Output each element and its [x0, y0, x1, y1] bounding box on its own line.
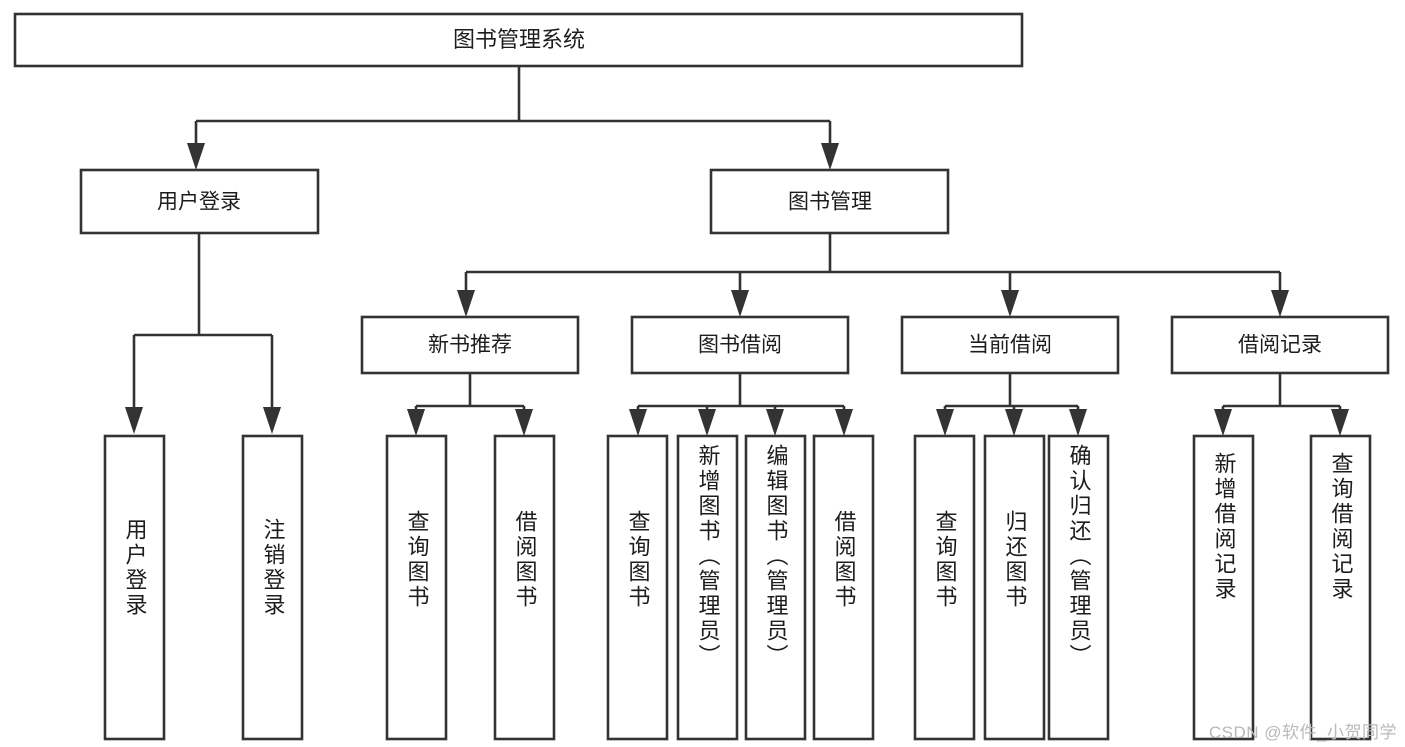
leaf-box-new-book-recommend-1[interactable] [493, 434, 556, 741]
connector-group-book-borrow [629, 373, 853, 436]
leaf-box-new-book-recommend-0[interactable] [385, 434, 448, 741]
connector-group-user-login [125, 233, 281, 434]
leaf-box-user-login-0[interactable] [103, 434, 166, 741]
node-root-label: 图书管理系统 [453, 27, 585, 52]
arrow-cb-leaf3 [1069, 409, 1087, 436]
node-user-login-box[interactable] [79, 168, 320, 235]
leaf-box-current-borrow-1[interactable] [983, 434, 1046, 741]
leaf-boxes [103, 434, 1372, 741]
arrow-nbr-leaf2 [515, 409, 533, 436]
leaf-box-book-borrow-2[interactable] [744, 434, 807, 741]
leaf-box-borrow-record-0[interactable] [1192, 434, 1255, 741]
node-borrow-record[interactable]: 借阅记录 [1170, 315, 1390, 375]
connector-group-book-manage [457, 233, 1289, 317]
node-user-login-label: 用户登录 [157, 191, 241, 214]
csdn-watermark: CSDN @软件_小贺同学 [1208, 723, 1397, 742]
node-root-box[interactable] [13, 12, 1024, 68]
node-current-borrow-box[interactable] [900, 315, 1120, 375]
leaf-box-current-borrow-2[interactable] [1047, 434, 1110, 741]
node-new-book-recommend[interactable]: 新书推荐 [360, 315, 580, 375]
leaf-box-book-borrow-1[interactable] [676, 434, 739, 741]
node-book-manage-box[interactable] [709, 168, 950, 235]
connector-group-root [187, 66, 839, 170]
arrow-br-leaf1 [1214, 409, 1232, 436]
connector-group-new-book-recommend [407, 373, 533, 436]
arrow-root-to-user-login [187, 143, 205, 170]
arrow-bb-leaf1 [629, 409, 647, 436]
node-user-login[interactable]: 用户登录 [79, 168, 320, 235]
arrow-cb-leaf1 [936, 409, 954, 436]
arrow-user-login-leaf1 [125, 407, 143, 434]
arrow-bb-leaf2 [698, 409, 716, 436]
node-current-borrow[interactable]: 当前借阅 [900, 315, 1120, 375]
arrow-cb-leaf2 [1005, 409, 1023, 436]
leaf-box-user-login-1[interactable] [241, 434, 304, 741]
node-new-book-recommend-box[interactable] [360, 315, 580, 375]
connector-group-borrow-record [1214, 373, 1349, 436]
leaf-box-book-borrow-3[interactable] [812, 434, 875, 741]
arrow-bm-to-new-book [457, 290, 475, 317]
arrow-root-to-book-manage [821, 143, 839, 170]
node-new-book-recommend-label: 新书推荐 [428, 334, 512, 357]
arrow-bm-to-book-borrow [731, 290, 749, 317]
node-current-borrow-label: 当前借阅 [968, 334, 1052, 357]
arrow-bb-leaf4 [835, 409, 853, 436]
arrow-br-leaf2 [1331, 409, 1349, 436]
connector-group-current-borrow [936, 373, 1087, 436]
arrow-bb-leaf3 [766, 409, 784, 436]
arrow-bm-to-current-borrow [1001, 290, 1019, 317]
arrow-nbr-leaf1 [407, 409, 425, 436]
arrow-bm-to-borrow-record [1271, 290, 1289, 317]
leaf-box-book-borrow-0[interactable] [606, 434, 669, 741]
arrow-user-login-leaf2 [263, 407, 281, 434]
node-borrow-record-box[interactable] [1170, 315, 1390, 375]
node-book-borrow[interactable]: 图书借阅 [630, 315, 850, 375]
node-book-manage-label: 图书管理 [788, 191, 872, 214]
node-borrow-record-label: 借阅记录 [1238, 334, 1322, 357]
node-book-borrow-label: 图书借阅 [698, 334, 782, 357]
node-book-borrow-box[interactable] [630, 315, 850, 375]
node-book-manage[interactable]: 图书管理 [709, 168, 950, 235]
node-root[interactable]: 图书管理系统 [13, 12, 1024, 68]
leaf-box-current-borrow-0[interactable] [913, 434, 976, 741]
leaf-box-borrow-record-1[interactable] [1309, 434, 1372, 741]
